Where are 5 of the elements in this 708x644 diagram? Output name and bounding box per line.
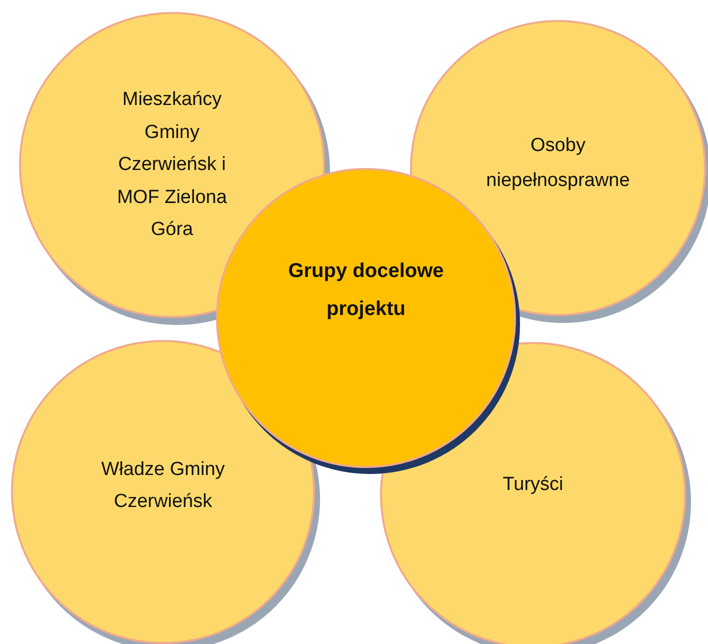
node-label: Grupy docelowe projektu [287, 259, 445, 322]
node-label: Turyści [502, 473, 564, 497]
node-label: Osoby niepełnosprawne [485, 134, 631, 193]
node-label: Władze Gminy Czerwieńsk [100, 458, 226, 514]
node-label: Mieszkańcy Gminy Czerwieńsk i MOF Zielona Góra [116, 88, 228, 242]
